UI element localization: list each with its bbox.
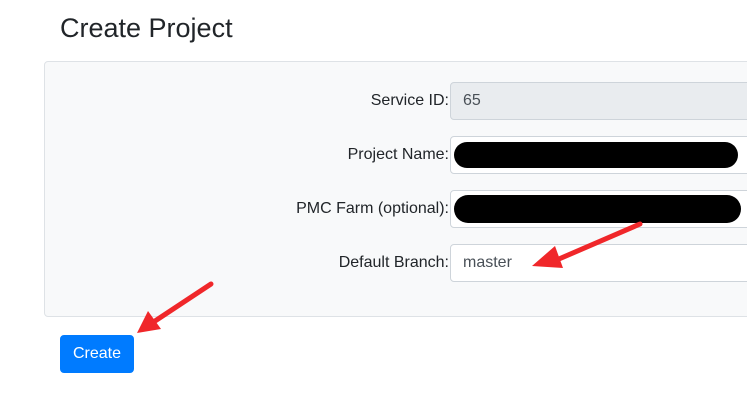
pmc-farm-field[interactable] xyxy=(450,190,747,228)
service-id-field[interactable] xyxy=(450,82,747,120)
default-branch-field[interactable] xyxy=(450,244,747,282)
project-name-label: Project Name: xyxy=(347,146,449,163)
default-branch-row: Default Branch: xyxy=(45,244,747,282)
create-button[interactable]: Create xyxy=(60,335,134,373)
page-title: Create Project xyxy=(60,13,233,43)
create-project-form: Service ID: Project Name: PMC Farm (opti… xyxy=(44,61,747,317)
service-id-row: Service ID: xyxy=(45,82,747,120)
project-name-field[interactable] xyxy=(450,136,747,174)
pmc-farm-label: PMC Farm (optional): xyxy=(296,200,449,217)
default-branch-label: Default Branch: xyxy=(338,254,449,271)
service-id-label: Service ID: xyxy=(370,92,449,109)
pmc-farm-row: PMC Farm (optional): xyxy=(45,190,747,228)
project-name-row: Project Name: xyxy=(45,136,747,174)
